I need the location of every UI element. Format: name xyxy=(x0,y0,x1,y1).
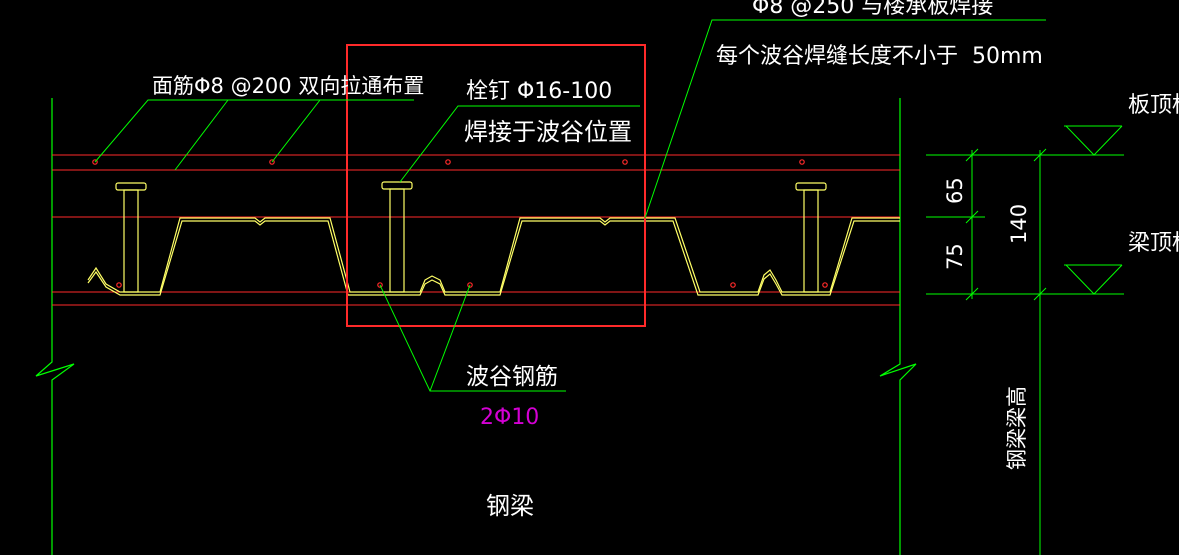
shear-stud-3 xyxy=(795,182,827,293)
label-stud-weld: 焊接于波谷位置 xyxy=(464,118,632,146)
rebar-dots xyxy=(92,159,828,288)
beam-outline xyxy=(35,98,917,555)
label-dim-75: 75 xyxy=(943,243,967,270)
highlight-box xyxy=(346,44,646,327)
label-weld-length-value: 50mm xyxy=(972,44,1043,69)
label-slab-top: 板顶标 xyxy=(1128,93,1179,118)
label-beam-top: 梁顶标 xyxy=(1128,231,1179,256)
dimension-lines xyxy=(926,125,1124,555)
label-top-rebar: 面筋Φ8 @200 双向拉通布置 xyxy=(152,74,424,98)
label-weld-length: 每个波谷焊缝长度不小于 xyxy=(716,44,958,69)
shear-stud-2 xyxy=(381,181,413,293)
label-dim-65: 65 xyxy=(943,177,967,204)
label-stud: 栓钉 Φ16-100 xyxy=(466,79,612,104)
label-steel-beam: 钢梁 xyxy=(486,492,534,520)
label-dim-140: 140 xyxy=(1007,204,1031,244)
label-trough-rebar: 波谷钢筋 xyxy=(466,364,558,390)
shear-stud-1 xyxy=(115,182,147,293)
label-top-partial: Φ8 @250 与楼承板焊接 xyxy=(752,0,993,19)
label-trough-rebar-count: 2Φ10 xyxy=(480,405,539,430)
leader-lines xyxy=(94,19,1046,392)
label-beam-height: 钢梁梁高 xyxy=(1005,386,1029,470)
steel-deck xyxy=(87,217,900,296)
labels: Φ8 @250 与楼承板焊接 每个波谷焊缝长度不小于 50mm 面筋Φ8 @20… xyxy=(152,0,1179,520)
